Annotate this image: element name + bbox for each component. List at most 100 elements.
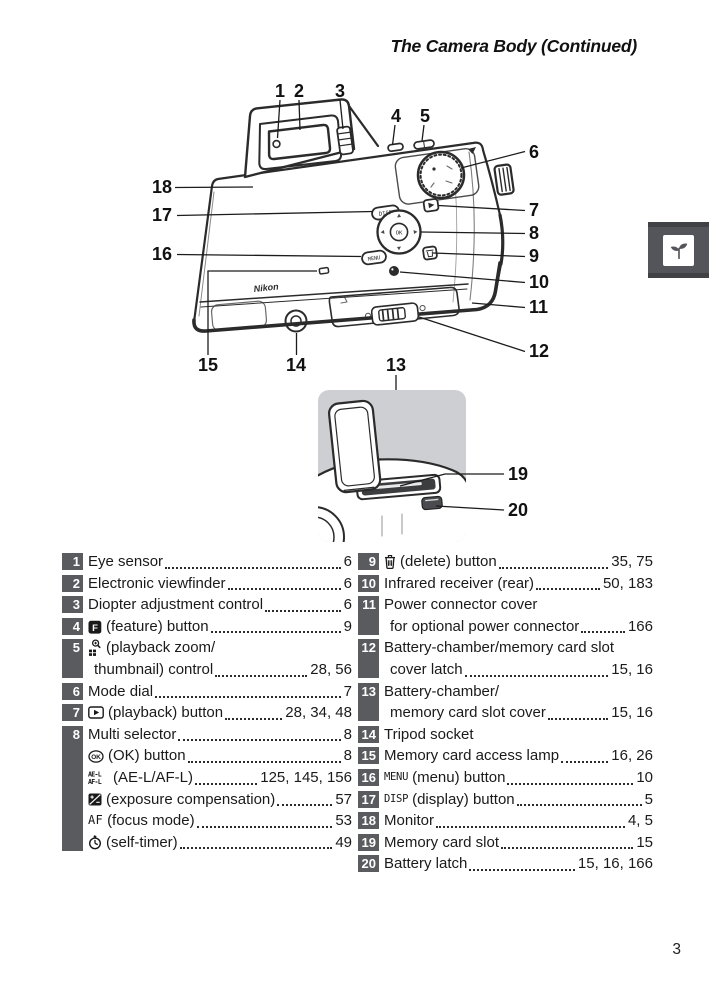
dot-leader — [265, 609, 341, 612]
part-name: memory card slot cover — [390, 704, 546, 722]
list-item: 18 Monitor 4, 5 — [358, 810, 653, 832]
dot-leader — [187, 760, 341, 763]
page-number: 3 — [672, 941, 681, 958]
part-name: (AE-L/AF-L) — [113, 768, 194, 786]
electronic-viewfinder — [243, 98, 356, 179]
dot-leader — [501, 847, 634, 850]
dot-leader — [581, 631, 625, 634]
battery-chamber-door — [327, 399, 382, 494]
part-name: (playback zoom/ — [106, 639, 216, 657]
page-reference: 9 — [343, 617, 352, 635]
part-name: thumbnail) control — [94, 660, 214, 678]
item-number-badge: 5 — [62, 639, 83, 679]
callout-12: 12 — [529, 341, 549, 361]
callout-20: 20 — [508, 500, 528, 520]
menu-button — [361, 249, 387, 266]
item-number-badge: 14 — [358, 725, 379, 743]
callout-17: 17 — [152, 205, 172, 225]
callout-numbers: 1 2 3 4 5 6 7 8 9 10 11 12 13 14 15 16 1… — [152, 81, 549, 520]
item-number-badge: 3 — [62, 596, 83, 614]
list-row: Infrared receiver (rear)50, 183 — [384, 573, 653, 595]
part-name: (delete) button — [400, 553, 497, 570]
page-reference: 8 — [343, 747, 352, 765]
callout-15: 15 — [198, 355, 218, 375]
memory-card-access-lamp — [318, 266, 330, 275]
part-name: Memory card slot — [384, 833, 500, 851]
multi-selector — [376, 209, 422, 255]
part-name: Multi selector — [88, 725, 177, 743]
item-number-badge: 12 — [358, 639, 379, 679]
callout-8: 8 — [529, 223, 539, 243]
list-row: for optional power connector 166 — [384, 616, 653, 638]
page-reference: 6 — [343, 596, 352, 614]
list-row: (playback) button 28, 34, 48 — [88, 702, 352, 724]
diopter-adjustment-control — [336, 125, 354, 156]
page-reference: 125, 145, 156 — [260, 768, 352, 786]
list-row: Battery-chamber/memory card slot — [384, 637, 653, 659]
mode-dial — [416, 150, 466, 200]
list-row: Diopter adjustment control 6 — [88, 594, 352, 616]
disp-label-icon: DISP — [384, 792, 409, 805]
list-row: Monitor 4, 5 — [384, 810, 653, 832]
item-number-badge: 13 — [358, 682, 379, 722]
page-reference: 57 — [335, 790, 352, 808]
part-name: (exposure compensation) — [106, 790, 276, 808]
list-item: 13 Battery-chamber/memory card slot cover… — [358, 681, 653, 724]
playback-icon — [88, 706, 104, 720]
dot-leader — [210, 631, 341, 634]
page-reference: 15, 16 — [611, 660, 653, 678]
page-reference: 8 — [343, 725, 352, 743]
callout-11: 11 — [529, 297, 548, 317]
dot-leader — [155, 696, 341, 699]
sprout-icon — [670, 243, 687, 260]
feature-button — [387, 142, 404, 153]
disp-button-label: DISP — [379, 210, 394, 218]
dot-leader — [165, 566, 341, 569]
ok-button-icon: OK — [88, 749, 104, 763]
dot-leader — [561, 760, 609, 763]
item-number-badge: 18 — [358, 812, 379, 830]
part-name: Tripod socket — [384, 725, 474, 743]
part-name: Battery-chamber/ — [384, 682, 500, 700]
page-reference: 53 — [335, 812, 352, 830]
list-row: MENU(menu) button 10 — [384, 767, 653, 789]
item-number-badge: 4 — [62, 617, 83, 635]
dot-leader — [196, 825, 333, 828]
svg-text:AF-L: AF-L — [88, 778, 102, 785]
list-row: (exposure compensation) 57 — [88, 789, 352, 811]
page-reference: 6 — [343, 574, 352, 592]
dot-leader — [215, 674, 308, 677]
page-reference: 7 — [343, 682, 352, 700]
item-number-badge: 1 — [62, 553, 83, 571]
chapter-tab-square — [663, 234, 694, 266]
menu-label-icon: MENU — [384, 770, 409, 783]
callout-14: 14 — [286, 355, 306, 375]
eye-sensor — [272, 139, 281, 149]
af-label-icon: AF — [88, 813, 104, 828]
page-reference: 16, 26 — [611, 747, 653, 765]
camera-diagram: Nikon DISP MENU OK — [152, 81, 549, 542]
dot-leader — [277, 804, 333, 807]
page-reference: 166 — [627, 617, 653, 635]
dot-leader — [507, 782, 634, 785]
callout-10: 10 — [529, 272, 549, 292]
svg-text:OK: OK — [91, 754, 101, 761]
menu-button-label: MENU — [368, 255, 381, 263]
page-title: The Camera Body (Continued) — [390, 36, 638, 56]
part-name: for optional power connector — [390, 617, 580, 635]
list-item: 14 Tripod socket — [358, 724, 653, 746]
